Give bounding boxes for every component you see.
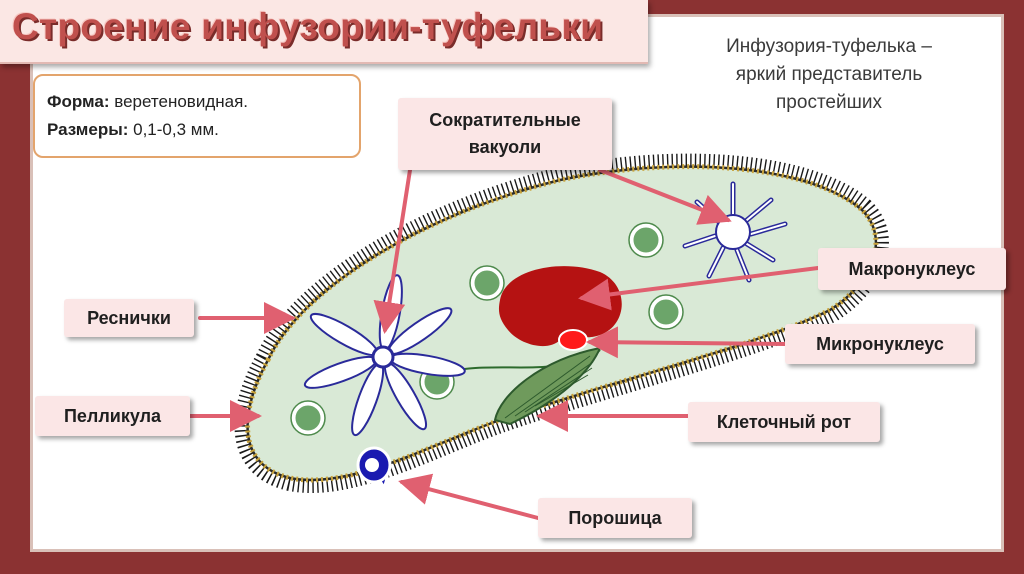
label-contractile-line2: вакуоли bbox=[468, 137, 542, 157]
arrow-vacuole-right bbox=[598, 168, 732, 225]
pointer-arrows bbox=[188, 168, 820, 520]
cytoproct-core bbox=[365, 458, 379, 472]
page-title: Строение инфузории-туфельки bbox=[12, 6, 604, 47]
food-vacuoles bbox=[290, 222, 684, 436]
subtitle-line: яркий представитель bbox=[735, 64, 923, 85]
label-macronucleus: Макронуклеус bbox=[818, 248, 1006, 290]
form-row: Форма: веретеновидная. bbox=[47, 88, 359, 116]
label-micronucleus: Микронуклеус bbox=[785, 324, 975, 364]
size-value: 0,1-0,3 мм. bbox=[128, 120, 219, 139]
arrow-micronucleus bbox=[586, 326, 787, 359]
subtitle: Инфузория-туфелька – яркий представитель… bbox=[684, 33, 974, 117]
info-box: Форма: веретеновидная. Размеры: 0,1-0,3 … bbox=[33, 74, 361, 158]
arrow-macronucleus bbox=[578, 266, 820, 311]
label-cell-mouth: Клеточный рот bbox=[688, 402, 880, 442]
arrow-vacuole-left bbox=[373, 168, 412, 334]
subtitle-line: простейших bbox=[776, 92, 882, 113]
contractile-vacuole-left bbox=[303, 274, 466, 437]
form-label: Форма: bbox=[47, 92, 110, 111]
micronucleus bbox=[558, 329, 588, 351]
size-label: Размеры: bbox=[47, 120, 129, 139]
label-pellicle: Пелликула bbox=[35, 396, 190, 436]
label-cilia: Реснички bbox=[64, 299, 194, 337]
subtitle-line: Инфузория-туфелька – bbox=[726, 36, 932, 57]
title-banner: Строение инфузории-туфельки bbox=[0, 0, 648, 64]
pellicle-dots bbox=[245, 164, 879, 483]
label-powder: Порошица bbox=[538, 498, 692, 538]
label-contractile-line1: Сократительные bbox=[429, 110, 581, 130]
arrow-powder bbox=[398, 473, 540, 520]
cell-mouth-lines bbox=[504, 355, 594, 419]
form-value: веретеновидная. bbox=[109, 92, 249, 111]
size-row: Размеры: 0,1-0,3 мм. bbox=[47, 116, 359, 144]
label-contractile-vacuoles: Сократительные вакуоли bbox=[398, 98, 612, 170]
